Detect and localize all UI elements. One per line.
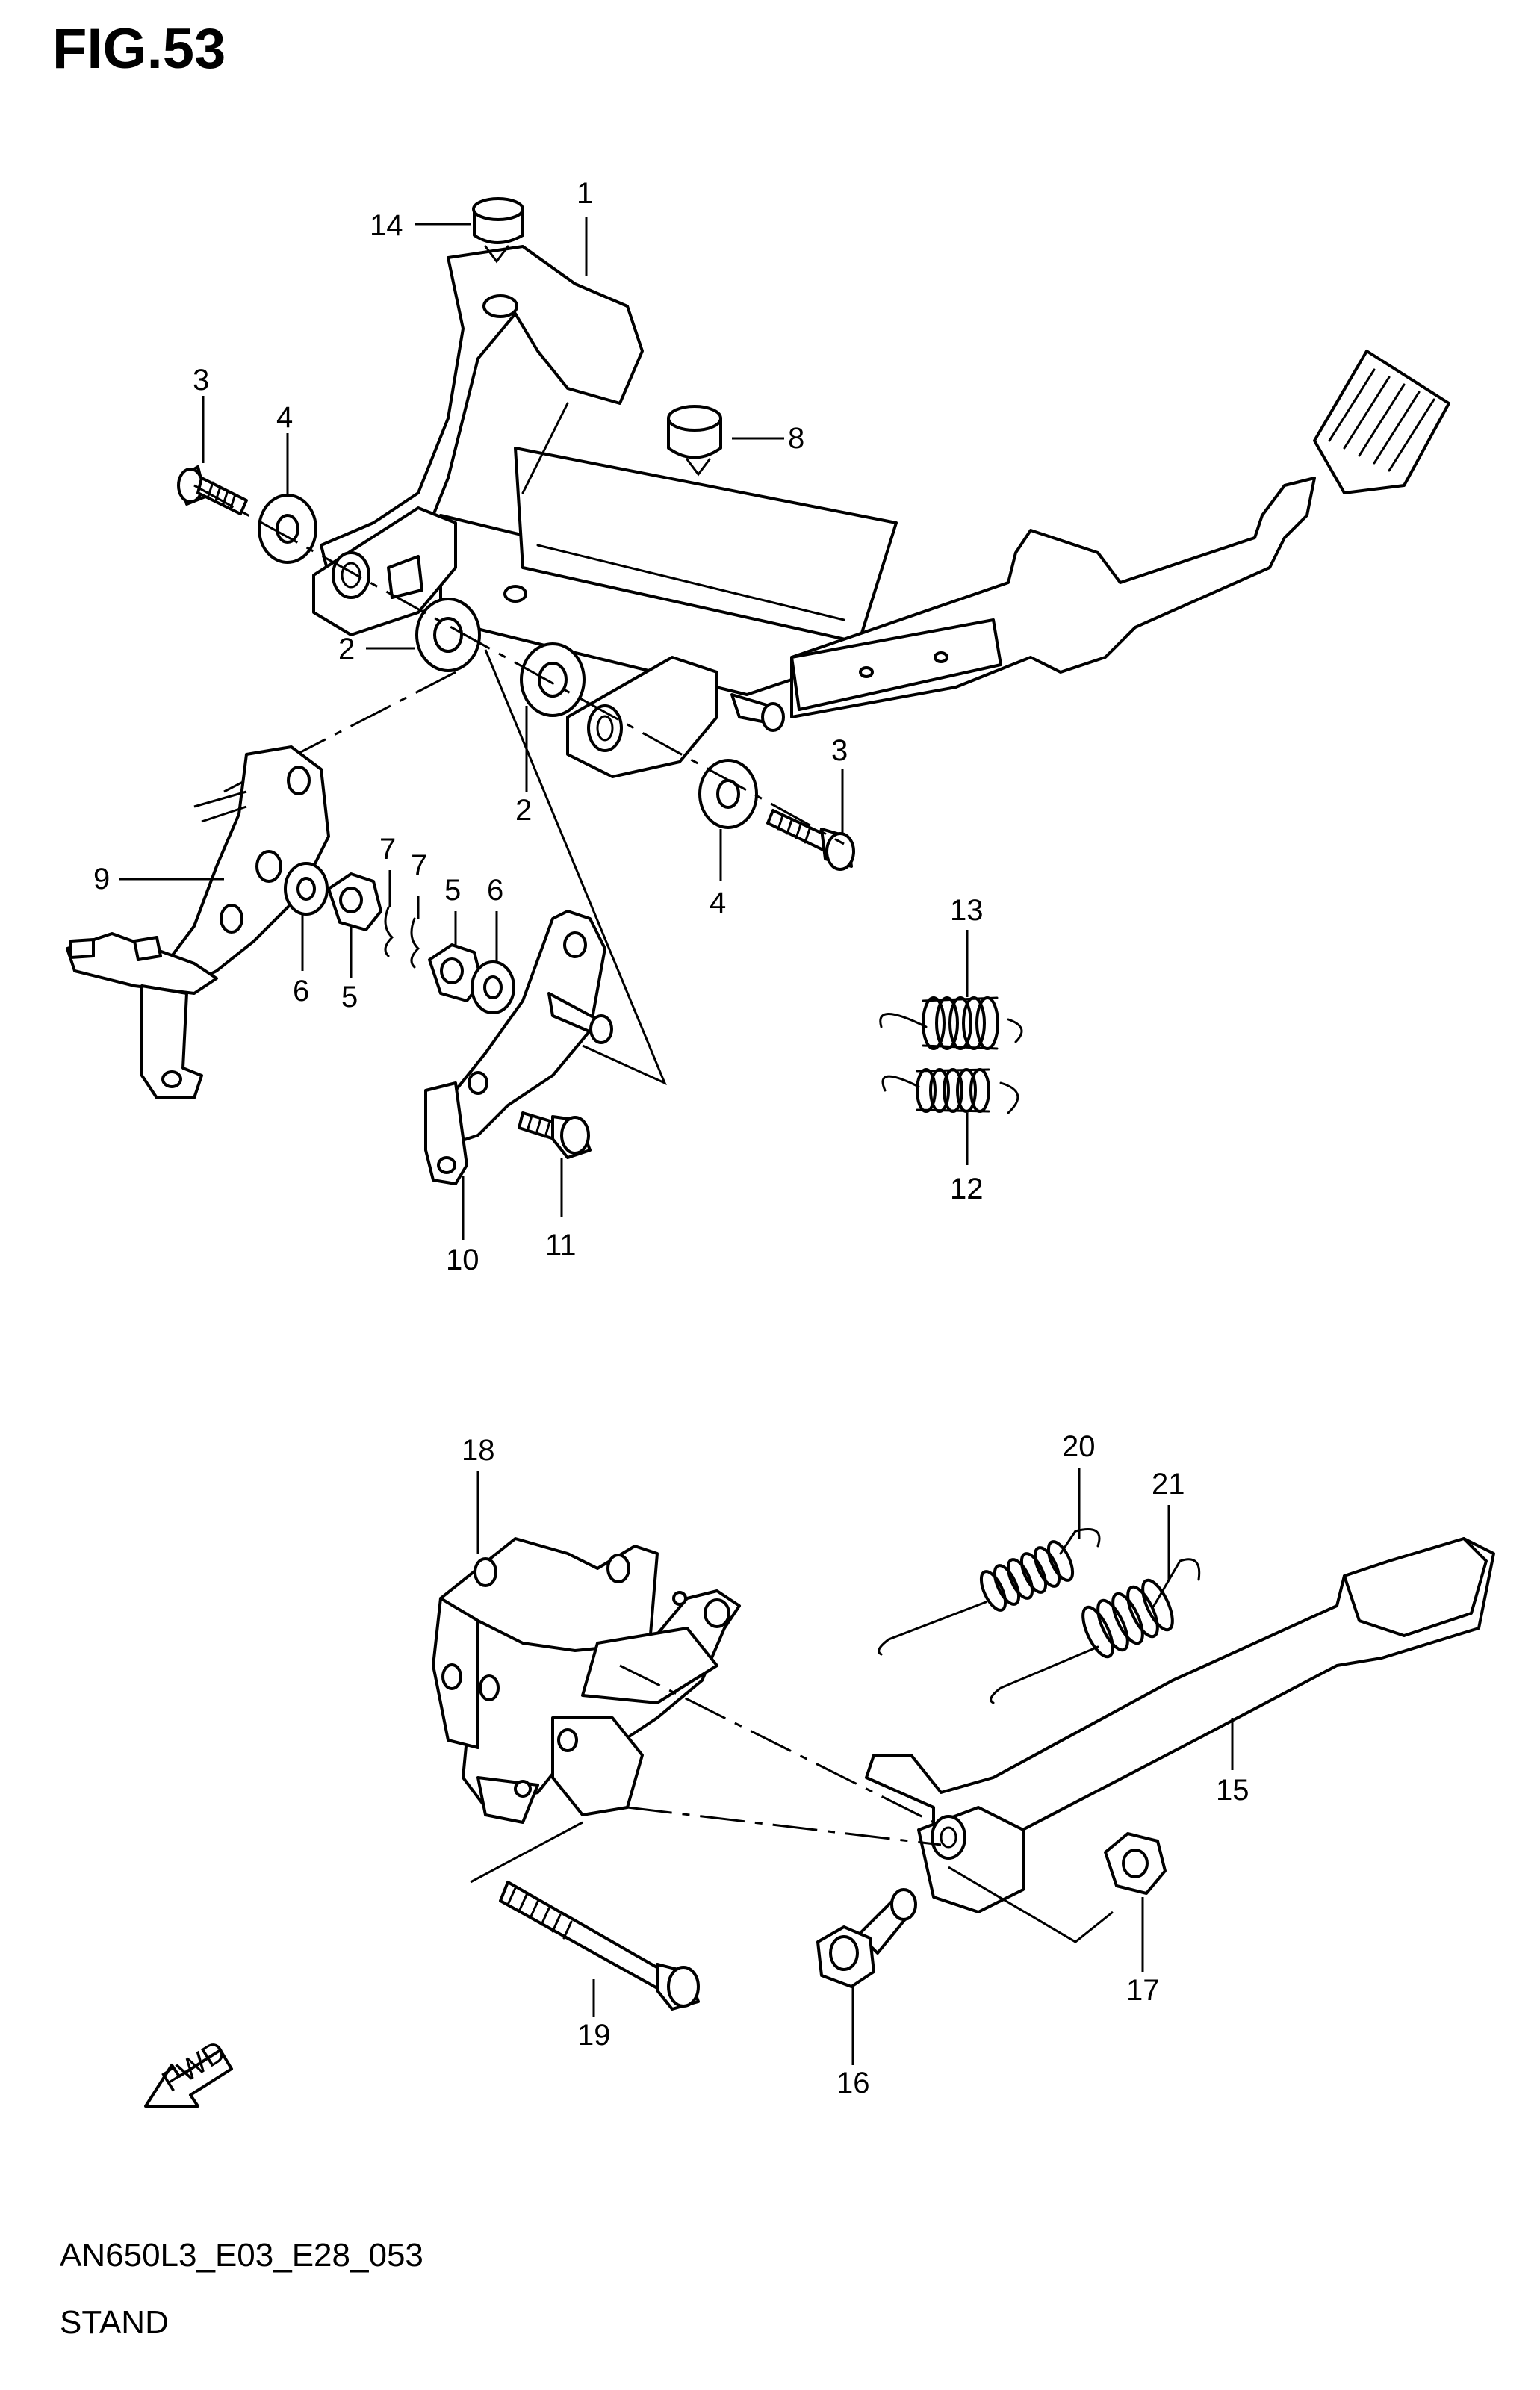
- callout-5-left: 5: [341, 981, 358, 1014]
- callout-15: 15: [1216, 1774, 1249, 1807]
- nut-5-left: [327, 872, 382, 931]
- callout-11: 11: [545, 1229, 577, 1261]
- callout-13: 13: [950, 894, 984, 927]
- bracket-10: [424, 910, 613, 1185]
- bolt-11: [518, 1111, 592, 1159]
- callout-2-right: 2: [515, 794, 532, 827]
- stand-pedal-arm: [730, 350, 1450, 732]
- side-stand-bracket-18: [432, 1537, 741, 1824]
- bolt-3-upper: [177, 465, 248, 515]
- callout-17: 17: [1126, 1974, 1160, 2007]
- callout-20: 20: [1062, 1430, 1096, 1463]
- callout-12: 12: [950, 1173, 984, 1205]
- callout-7-right: 7: [411, 849, 427, 882]
- callout-2-left: 2: [338, 633, 355, 665]
- nut-17: [1104, 1832, 1167, 1895]
- figure-title: FIG.53: [52, 17, 226, 81]
- washer-4-upper: [258, 494, 317, 564]
- callout-18: 18: [462, 1434, 495, 1467]
- rubber-stopper-8: [667, 405, 722, 477]
- callout-19: 19: [577, 2019, 611, 2052]
- bolt-19: [499, 1881, 700, 2011]
- callout-16: 16: [836, 2067, 870, 2099]
- nut-5-right: [428, 943, 483, 1002]
- callout-14: 14: [370, 209, 403, 242]
- diagram-name: STAND: [60, 2304, 169, 2341]
- callout-9: 9: [93, 863, 110, 896]
- callout-3-upper: 3: [193, 364, 209, 397]
- callout-4-upper: 4: [276, 401, 293, 434]
- bushing-2-left: [415, 598, 481, 672]
- spring-13: [879, 996, 1023, 1050]
- washer-6-left: [284, 862, 329, 916]
- spring-21: [990, 1558, 1201, 1704]
- washer-4-lower: [698, 759, 758, 829]
- bolt-16: [816, 1888, 917, 1988]
- bolt-3-lower: [766, 809, 855, 871]
- callout-21: 21: [1152, 1468, 1185, 1500]
- cotter-pin-7-right: [410, 917, 420, 969]
- callout-4-lower: 4: [710, 887, 726, 919]
- callout-10: 10: [446, 1244, 479, 1276]
- leader-lines: [119, 217, 1234, 2065]
- bushing-2-right: [520, 642, 586, 717]
- callout-6-left: 6: [293, 975, 309, 1008]
- callout-3-lower: 3: [831, 734, 848, 767]
- cotter-pin-7-left: [384, 906, 394, 957]
- washer-6-right: [471, 960, 515, 1014]
- callout-6-right: 6: [487, 874, 503, 907]
- fwd-arrow-icon: FWD: [144, 2034, 233, 2108]
- bracket-9: [66, 745, 330, 1099]
- callout-5-right: 5: [444, 874, 461, 907]
- spring-20: [878, 1528, 1101, 1656]
- callout-1: 1: [577, 177, 593, 210]
- side-stand-15: [865, 1537, 1495, 1913]
- spring-12: [881, 1068, 1019, 1114]
- callout-8: 8: [788, 422, 804, 455]
- callout-labels: 1 14 3 4 8 2 2 3 4 9 6 5 7 7 5 6 13 12 1…: [93, 177, 1249, 2099]
- center-stand-frame: [312, 245, 898, 778]
- callout-7-left: 7: [379, 833, 396, 866]
- rubber-stopper-14: [472, 197, 524, 264]
- diagram-code: AN650L3_E03_E28_053: [60, 2237, 423, 2273]
